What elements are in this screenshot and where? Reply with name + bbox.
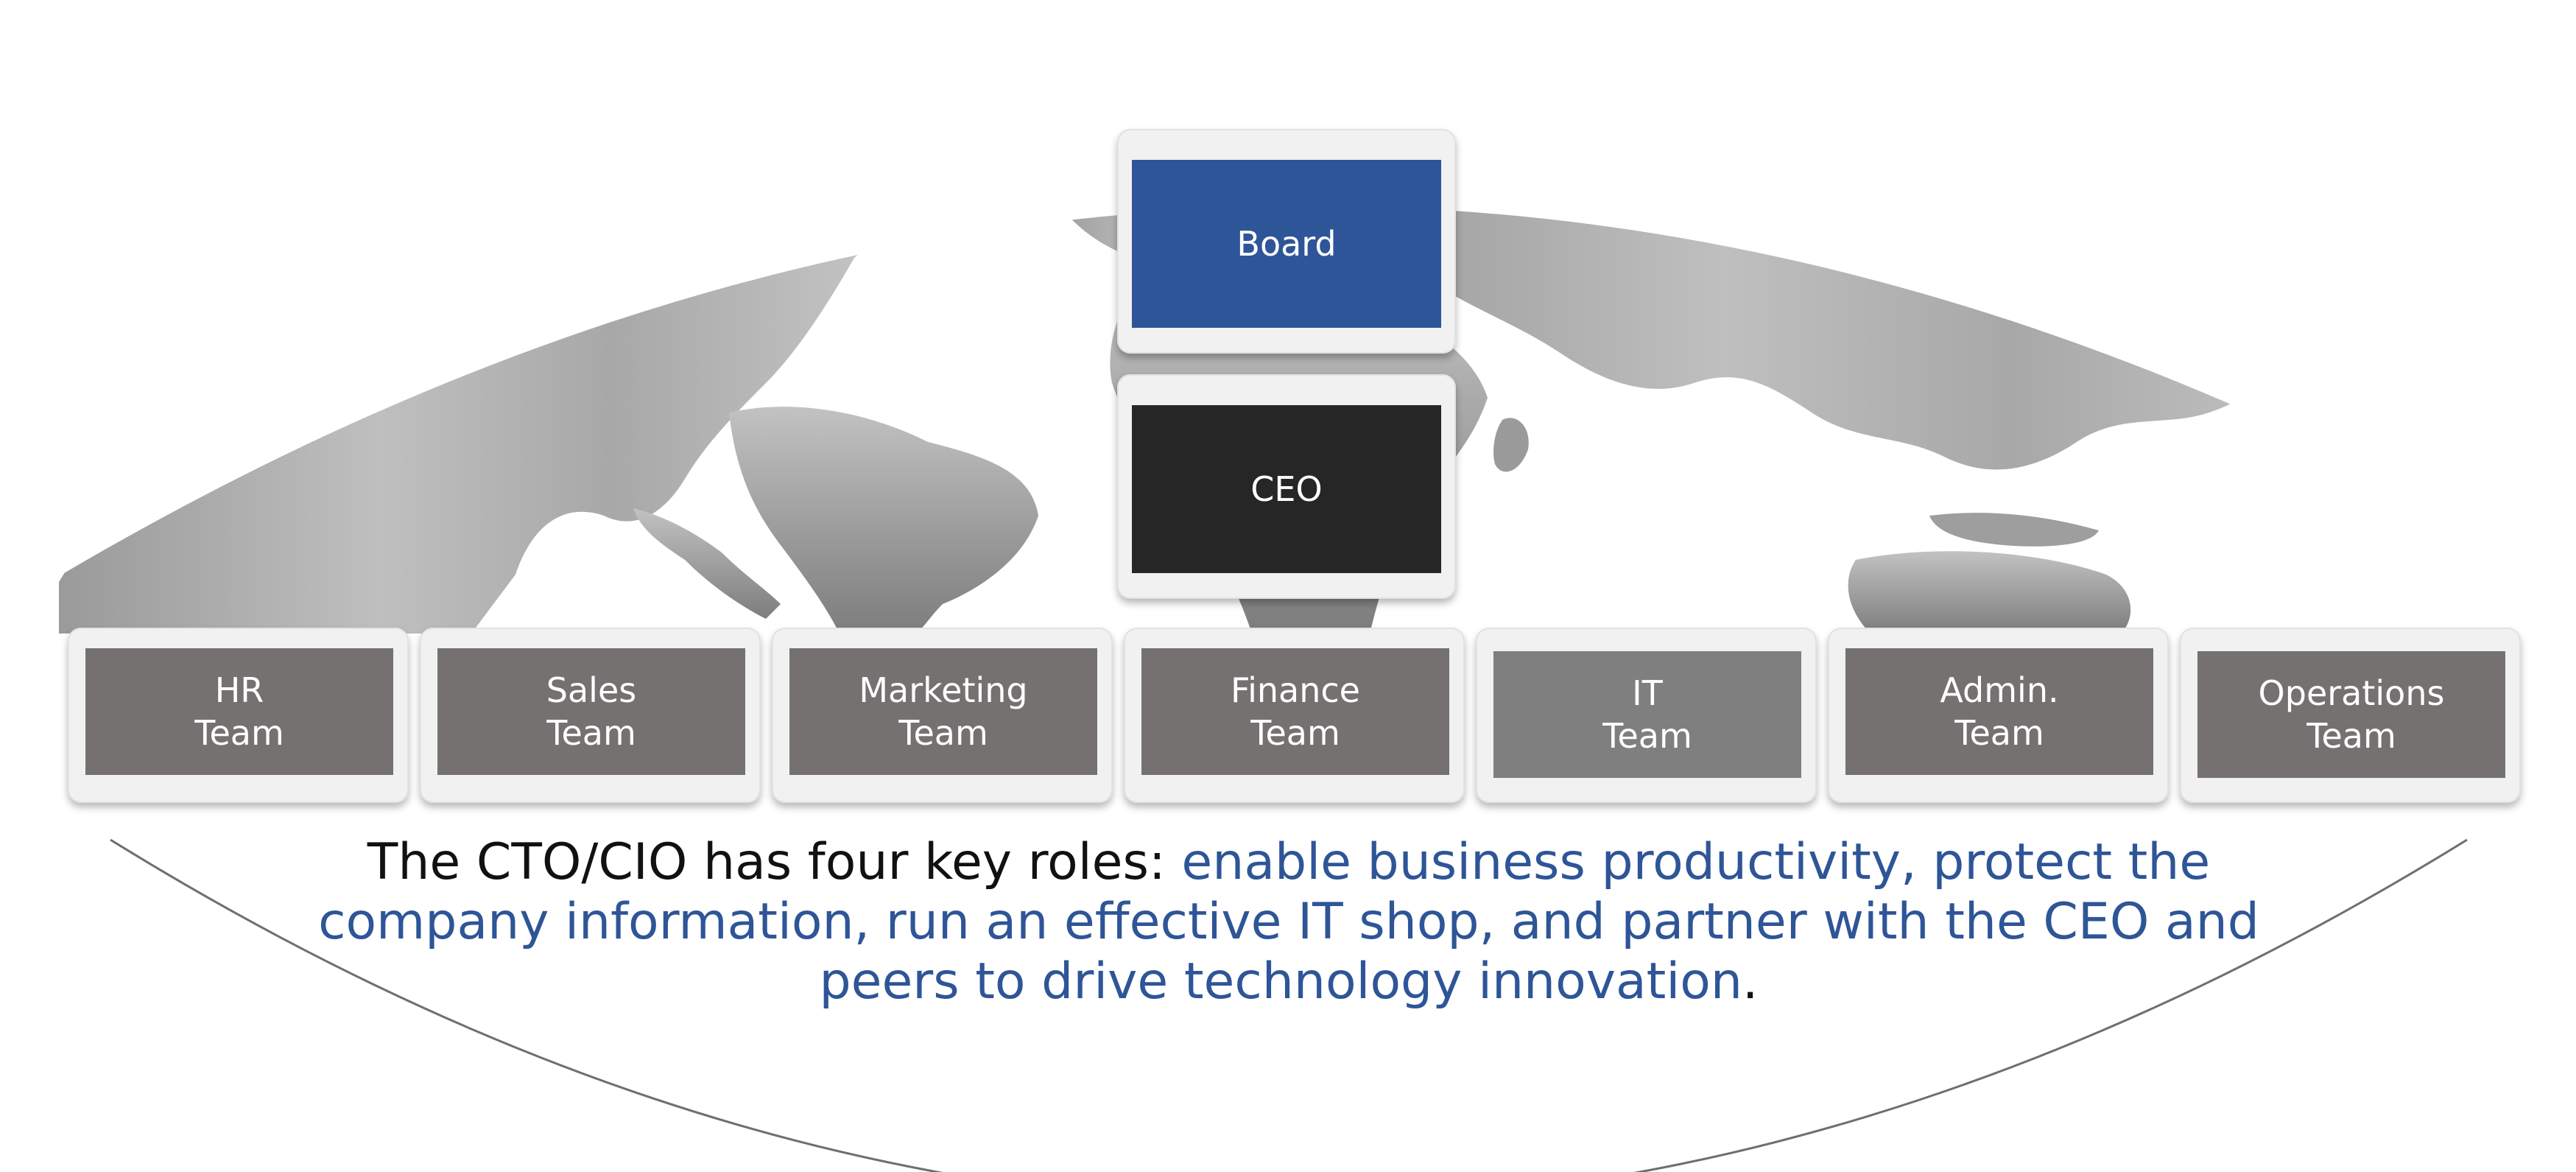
team-label-line2: Team bbox=[898, 713, 988, 753]
team-card-finance[interactable]: Finance Team bbox=[1124, 628, 1465, 803]
cto-roles-caption: The CTO/CIO has four key roles: enable b… bbox=[280, 832, 2298, 1011]
south-america-shape bbox=[729, 407, 1038, 634]
caption-tail: . bbox=[1742, 952, 1759, 1011]
central-america-shape bbox=[633, 508, 781, 619]
team-box-admin: Admin. Team bbox=[1845, 648, 2153, 775]
caption-lead: The CTO/CIO has four key roles: bbox=[367, 833, 1182, 891]
team-label-line1: IT bbox=[1632, 673, 1663, 713]
team-label-line2: Team bbox=[1602, 716, 1692, 756]
caption-highlight: enable business productivity, protect th… bbox=[318, 833, 2259, 1011]
team-label-line1: Marketing bbox=[859, 670, 1028, 710]
team-label-line1: Operations bbox=[2258, 673, 2445, 713]
team-card-hr[interactable]: HR Team bbox=[68, 628, 409, 803]
team-label-line1: Sales bbox=[546, 670, 637, 710]
japan-shape bbox=[2291, 375, 2357, 423]
ceo-card[interactable]: CEO bbox=[1117, 374, 1456, 599]
board-box: Board bbox=[1132, 160, 1441, 328]
team-label-line2: Team bbox=[546, 713, 636, 753]
ceo-label: CEO bbox=[1250, 469, 1323, 509]
team-card-operations[interactable]: Operations Team bbox=[2180, 628, 2521, 803]
team-card-admin[interactable]: Admin. Team bbox=[1828, 628, 2169, 803]
indonesia-shape bbox=[1929, 513, 2099, 547]
team-box-operations: Operations Team bbox=[2197, 651, 2505, 778]
team-card-marketing[interactable]: Marketing Team bbox=[772, 628, 1113, 803]
board-card[interactable]: Board bbox=[1117, 129, 1456, 354]
team-label-line1: Finance bbox=[1231, 670, 1360, 710]
asia-shape bbox=[1323, 206, 2467, 470]
team-label-line1: Admin. bbox=[1940, 670, 2059, 710]
team-box-it: IT Team bbox=[1493, 651, 1801, 778]
team-label-line2: Team bbox=[2306, 716, 2396, 756]
team-label-line2: Team bbox=[1250, 713, 1340, 753]
team-box-sales: Sales Team bbox=[437, 648, 745, 775]
team-box-marketing: Marketing Team bbox=[789, 648, 1097, 775]
australia-shape bbox=[1848, 551, 2131, 634]
team-box-finance: Finance Team bbox=[1141, 648, 1449, 775]
team-label-line2: Team bbox=[1954, 713, 2044, 753]
team-card-sales[interactable]: Sales Team bbox=[420, 628, 761, 803]
team-label-line1: HR bbox=[214, 670, 264, 710]
board-label: Board bbox=[1236, 224, 1337, 264]
madagascar-shape bbox=[1493, 418, 1529, 472]
globe-bottom-arc bbox=[110, 838, 2468, 1172]
team-card-it[interactable]: IT Team bbox=[1476, 628, 1817, 803]
greenland-shape bbox=[876, 56, 1083, 164]
team-label-line2: Team bbox=[194, 713, 284, 753]
team-box-hr: HR Team bbox=[85, 648, 393, 775]
ceo-box: CEO bbox=[1132, 405, 1441, 573]
